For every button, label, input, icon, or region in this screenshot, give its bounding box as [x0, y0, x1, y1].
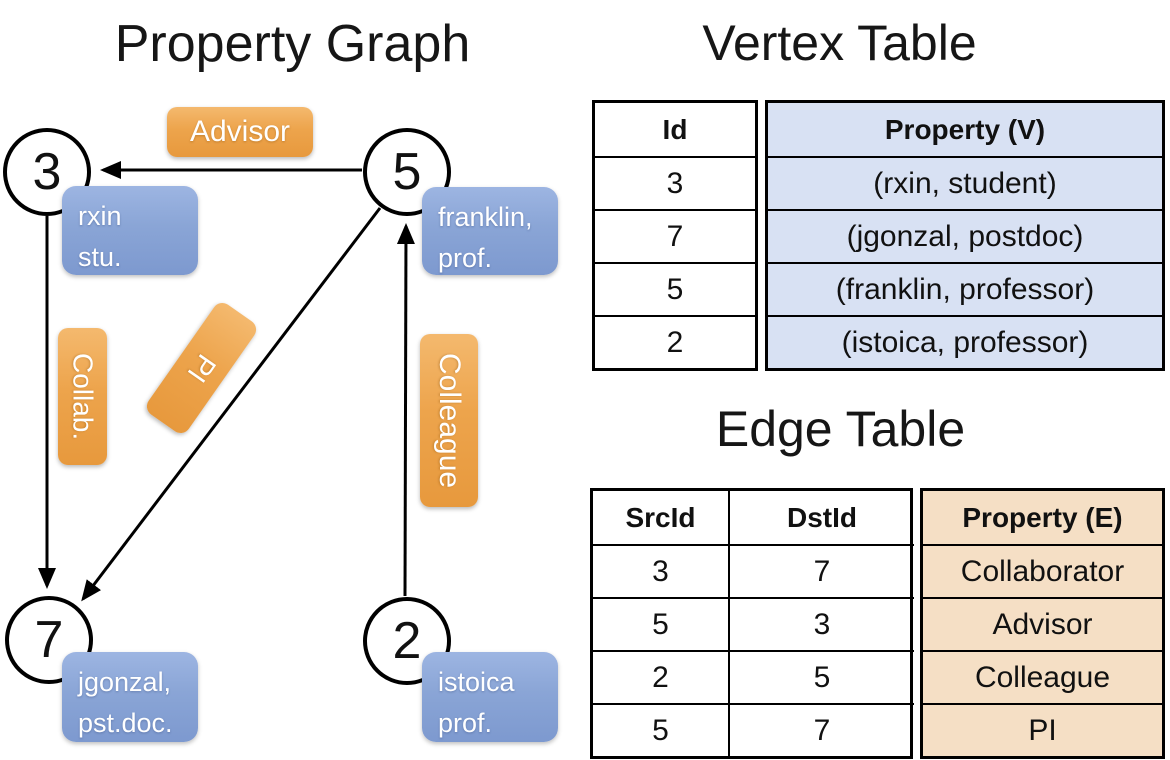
table-cell: (rxin, student)	[768, 156, 1162, 209]
vertex-node-2: 2	[363, 597, 451, 685]
table-cell: 3	[728, 597, 914, 650]
table-cell: (jgonzal, postdoc)	[768, 209, 1162, 262]
vertex-property-line: prof.	[438, 707, 493, 738]
vertex-property-box-5: franklin, prof.	[422, 187, 558, 275]
vertex-property-line: franklin,	[438, 202, 533, 232]
edge-table-id-columns: SrcId DstId 3 7 5 3 2 5 5 7	[590, 488, 914, 759]
vertex-property-line: jgonzal,	[78, 667, 172, 697]
table-cell: 3	[595, 156, 755, 209]
vertex-property-line: pst.doc.	[78, 707, 173, 738]
edge-arrow-5-to-7	[81, 207, 382, 602]
graph-edges	[38, 161, 415, 602]
vertex-property-line: prof.	[438, 242, 493, 273]
table-cell: 5	[728, 650, 914, 703]
table-cell: 2	[595, 315, 755, 368]
table-cell: (franklin, professor)	[768, 262, 1162, 315]
vertex-node-5: 5	[363, 128, 451, 216]
table-cell: Advisor	[923, 597, 1162, 650]
table-cell: 5	[593, 703, 728, 756]
column-header-id: Id	[662, 113, 688, 145]
column-header-property-v: Property (V)	[768, 103, 1162, 156]
edge-label-colleague: Colleague	[420, 334, 478, 507]
edge-label-text: Collab.	[67, 352, 99, 441]
column-header-property-e: Property (E)	[923, 491, 1162, 544]
column-header-dstid: DstId	[728, 491, 914, 544]
table-cell: 7	[728, 544, 914, 597]
vertex-id: 5	[392, 143, 422, 201]
edge-label-text: PI	[181, 348, 223, 389]
vertex-property-box-3: rxin stu.	[62, 186, 198, 275]
table-cell: Colleague	[923, 650, 1162, 703]
edge-table-title: Edge Table	[715, 401, 966, 457]
edge-table-property-column: Property (E) Collaborator Advisor Collea…	[920, 488, 1165, 759]
edge-label-collaborator: Collab.	[58, 328, 107, 465]
vertex-id: 3	[32, 143, 62, 201]
table-cell: 5	[595, 262, 755, 315]
table-cell: Collaborator	[923, 544, 1162, 597]
vertex-table: Id 3 7 5 2 Property (V) (rxin, student) …	[592, 100, 1165, 371]
vertex-table-title: Vertex Table	[702, 15, 977, 71]
table-cell: 7	[595, 209, 755, 262]
vertex-table-property-column: Property (V) (rxin, student) (jgonzal, p…	[765, 100, 1165, 371]
vertex-property-line: istoica	[438, 667, 515, 697]
column-header-srcid: SrcId	[625, 501, 696, 533]
vertex-property-line: rxin	[78, 201, 122, 231]
property-graph-diagram: 3 5 7 2 Advisor Collab. PI Colleague rxi…	[3, 107, 558, 742]
table-cell: 2	[593, 650, 728, 703]
vertex-property-line: stu.	[78, 241, 122, 272]
table-cell: 7	[728, 703, 914, 756]
vertex-property-box-7: jgonzal, pst.doc.	[62, 652, 198, 742]
table-cell: (istoica, professor)	[768, 315, 1162, 368]
vertex-property-box-2: istoica prof.	[422, 652, 558, 742]
edge-label-advisor: Advisor	[167, 107, 313, 157]
vertex-id: 7	[34, 611, 64, 669]
table-cell: PI	[923, 703, 1162, 756]
table-cell: 5	[593, 597, 728, 650]
vertex-table-id-column: Id 3 7 5 2	[592, 100, 758, 371]
edge-table: SrcId DstId 3 7 5 3 2 5 5 7 Property (E)…	[590, 488, 1165, 759]
table-cell: 3	[593, 544, 728, 597]
property-graph-title: Property Graph	[114, 15, 471, 73]
edge-arrow-2-to-5	[396, 223, 415, 597]
edge-label-text: Colleague	[433, 352, 466, 489]
edge-label-text: Advisor	[189, 115, 291, 148]
vertex-id: 2	[392, 612, 422, 670]
